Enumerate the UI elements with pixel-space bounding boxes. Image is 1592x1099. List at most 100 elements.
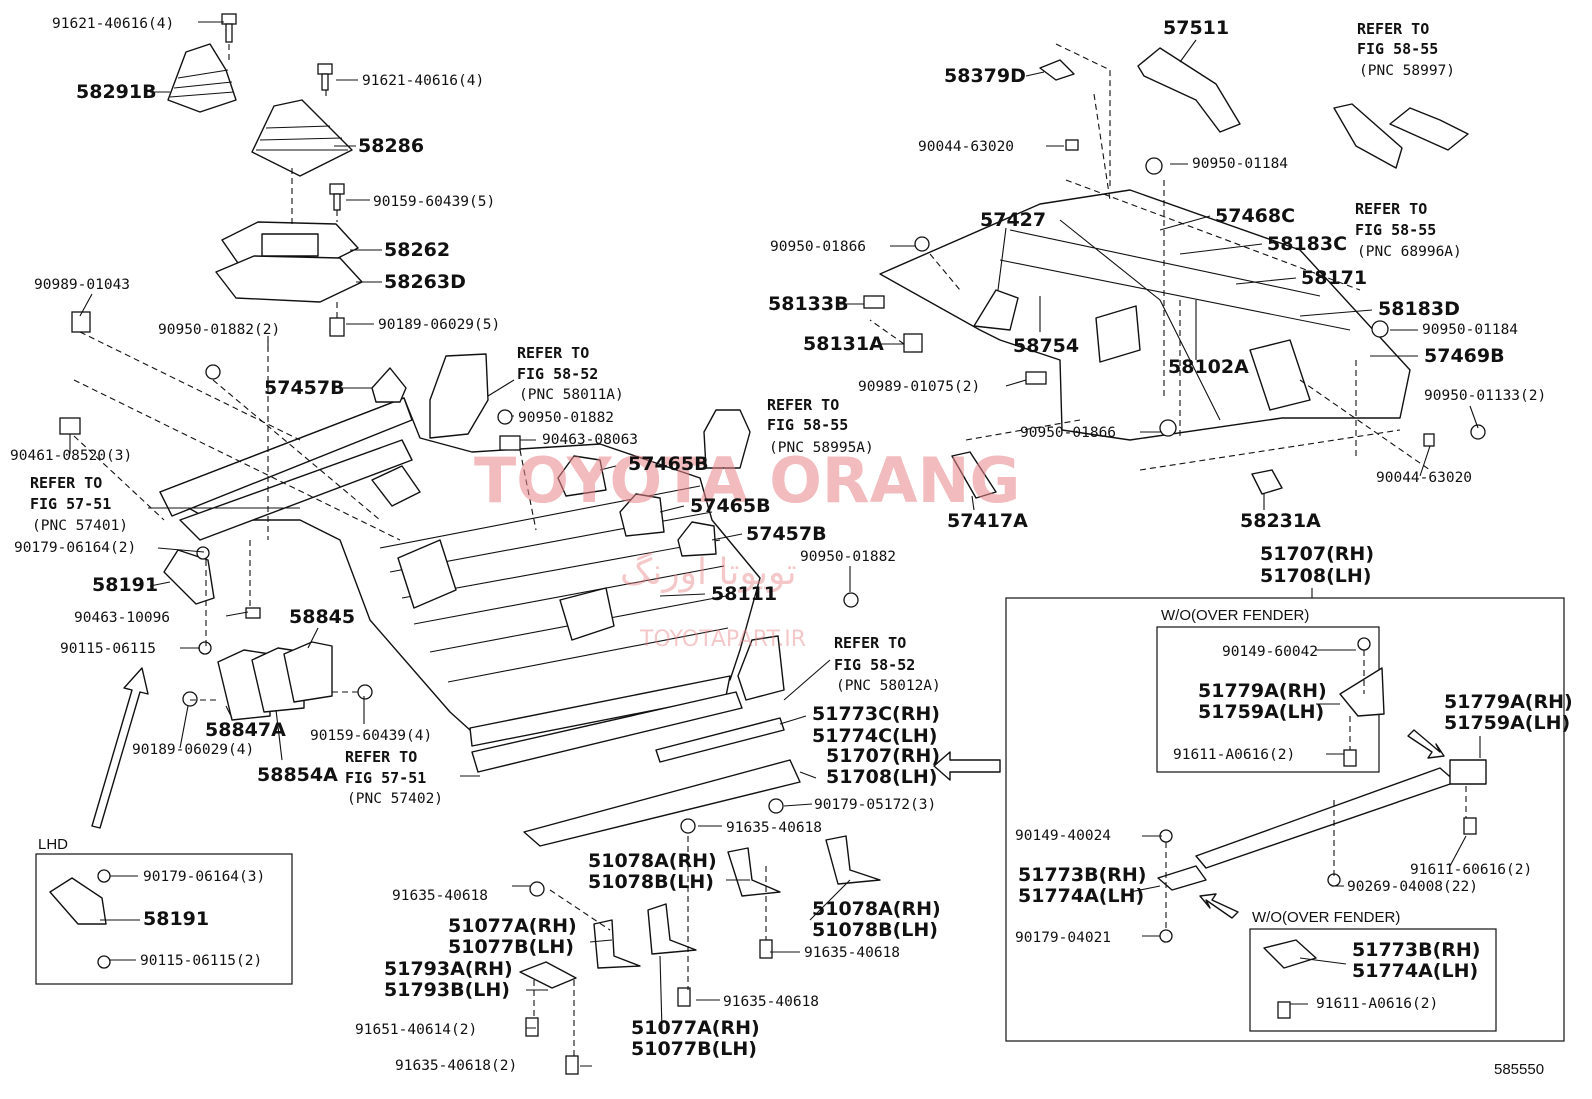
label-90044-63020-b: 90044-63020 [1376, 470, 1472, 486]
label-wo-fender-a: W/O(OVER FENDER) [1161, 607, 1309, 624]
label-90159-60439-b: 90159-60439(4) [310, 728, 432, 744]
bolt-icon [97, 869, 111, 969]
label-90463-08063: 90463-08063 [542, 432, 638, 448]
label-91635-40618-c: 91635-40618 [804, 945, 900, 961]
label-ref-5852b-3: (PNC 58012A) [836, 678, 941, 694]
floor-pan-58111 [159, 397, 761, 747]
label-51708-b: 51708(LH) [1260, 565, 1371, 587]
label-57427: 57427 [980, 209, 1046, 231]
label-57457B-a: 57457B [264, 377, 345, 399]
bracket-57417a [951, 451, 997, 499]
label-58131A: 58131A [803, 333, 884, 355]
bracket-57457b-a [371, 367, 407, 403]
bracket-58191-lhd [49, 877, 107, 925]
watermark-subtitle: TOYOTAPART.IR [639, 627, 806, 652]
label-90149-60042: 90149-60042 [1222, 644, 1318, 660]
label-90989-01043: 90989-01043 [34, 277, 130, 293]
label-58191-b: 58191 [143, 908, 209, 930]
label-58263D: 58263D [384, 271, 466, 293]
label-ref-5855b-3: (PNC 58997) [1359, 63, 1455, 79]
label-51759A-a: 51759A(LH) [1198, 701, 1324, 723]
label-58231A: 58231A [1240, 510, 1321, 532]
label-58754: 58754 [1013, 335, 1079, 357]
label-58262: 58262 [384, 239, 450, 261]
label-ref-5855b-1: REFER TO [1357, 20, 1429, 38]
label-90989-01075: 90989-01075(2) [858, 379, 980, 395]
label-ref-5855a-1: REFER TO [767, 396, 839, 414]
label-ref-5852b-1: REFER TO [834, 634, 906, 652]
label-91621-40616-b: 91621-40616(4) [362, 73, 484, 89]
bracket-ref-68996a [1333, 103, 1403, 169]
callout-arrow [933, 751, 1001, 781]
label-91651-40614: 91651-40614(2) [355, 1022, 477, 1038]
step-51773c [655, 717, 785, 763]
label-91635-40618-b: 91635-40618 [392, 888, 488, 904]
label-57465B-b: 57465B [690, 495, 771, 517]
boot-58291b [167, 43, 237, 113]
label-91635-40618-a: 91635-40618 [726, 820, 822, 836]
label-51078B-b: 51078B(LH) [812, 919, 938, 941]
leader-lines [69, 21, 1481, 1067]
label-58102A: 58102A [1168, 356, 1249, 378]
label-90159-60439-a: 90159-60439(5) [373, 194, 495, 210]
label-51774C: 51774C(LH) [812, 725, 937, 747]
label-51077A-a: 51077A(RH) [448, 915, 577, 937]
clip-icon [182, 409, 859, 707]
label-91621-40616-a: 91621-40616(4) [52, 16, 174, 32]
label-fig-no: 585550 [1494, 1061, 1544, 1078]
label-57469B: 57469B [1424, 345, 1505, 367]
bracket-ref-58997 [1389, 107, 1469, 151]
label-51707-b: 51707(RH) [1260, 543, 1374, 565]
crossmember-57511 [1137, 47, 1241, 133]
label-51773B-a: 51773B(RH) [1018, 864, 1146, 886]
label-58111: 58111 [711, 583, 777, 605]
bolt-icon [59, 13, 345, 435]
bracket-58191 [163, 549, 215, 605]
label-90179-05172: 90179-05172(3) [814, 797, 936, 813]
bracket-ref-58011a [429, 353, 489, 439]
label-ref-5852a-2: FIG 58-52 [517, 365, 598, 383]
bracket-ref-58012a [737, 635, 785, 701]
label-90461-08520: 90461-08520(3) [10, 448, 132, 464]
label-ref-5855a-3: (PNC 58995A) [769, 440, 874, 456]
bracket-57427 [973, 289, 1019, 331]
plate-58263d [215, 255, 363, 303]
label-90115-06115-a: 90115-06115 [60, 641, 156, 657]
label-58286: 58286 [358, 135, 424, 157]
label-90179-06164-b: 90179-06164(3) [143, 869, 265, 885]
cap-51773b [1157, 865, 1207, 891]
bolt-icon [1159, 637, 1477, 1019]
label-90189-06029-b: 90189-06029(4) [132, 742, 254, 758]
label-ref-5751b-3: (PNC 57402) [347, 791, 443, 807]
label-ref-5855c-1: REFER TO [1355, 200, 1427, 218]
bracket-57457b-b [677, 521, 717, 557]
label-ref-5751a-2: FIG 57-51 [30, 495, 111, 513]
label-wo-fender-b: W/O(OVER FENDER) [1252, 909, 1400, 926]
watermark-arabic: تويوتا اورنگ [620, 551, 797, 593]
direction-arrow [91, 667, 149, 829]
step-51779a [1339, 667, 1385, 717]
label-57465B-a: 57465B [628, 453, 709, 475]
label-58847A: 58847A [205, 719, 286, 741]
label-58183C: 58183C [1267, 233, 1347, 255]
label-57417A: 57417A [947, 510, 1028, 532]
label-51077A-b: 51077A(RH) [631, 1017, 760, 1039]
label-51779A-a: 51779A(RH) [1198, 680, 1327, 702]
callout-arrow [1199, 893, 1239, 919]
label-51078B-a: 51078B(LH) [588, 871, 714, 893]
label-51708-a: 51708(LH) [826, 766, 937, 788]
bracket-51078a-b [825, 835, 881, 885]
label-91611-60616: 91611-60616(2) [1410, 862, 1532, 878]
label-90950-01882-c: 90950-01882 [800, 549, 896, 565]
assembly-lines [73, 43, 1467, 1060]
bracket-51077a-a [593, 919, 641, 969]
cap-51773b-box [1263, 939, 1317, 969]
clip-icon [863, 139, 1486, 447]
label-90950-01882-a: 90950-01882(2) [158, 322, 280, 338]
cap-51779a [1449, 759, 1487, 785]
label-91635-40618-d: 91635-40618 [723, 994, 819, 1010]
panel-58845 [283, 641, 333, 703]
label-90269-04008: 90269-04008(22) [1347, 879, 1478, 895]
label-90044-63020-a: 90044-63020 [918, 139, 1014, 155]
wo-fender-box-b [1249, 928, 1497, 1032]
